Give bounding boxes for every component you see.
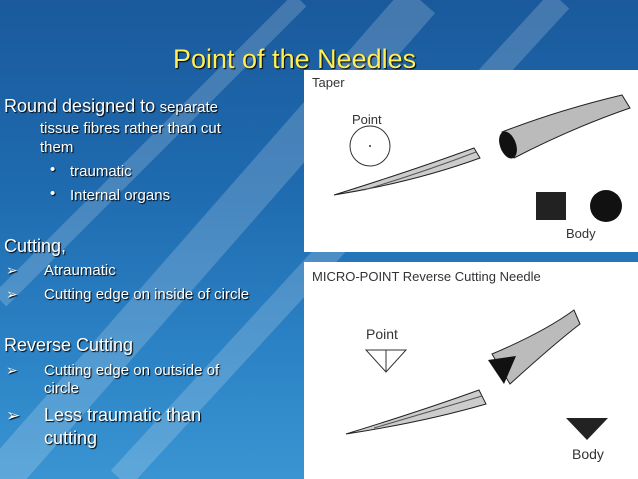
- taper-needle-drawing: [333, 94, 631, 222]
- micro-point-point-label: Point: [366, 326, 398, 342]
- micro-point-body-label: Body: [572, 446, 604, 462]
- reverse-item-1-line-2: circle: [44, 380, 80, 397]
- reverse-item-1-line-1: Cutting edge on outside of: [44, 362, 220, 379]
- round-line-2: tissue fibres rather than cut: [40, 120, 221, 137]
- taper-point-label: Point: [352, 112, 382, 127]
- reverse-item-2-line-2: cutting: [44, 428, 98, 448]
- round-heading: Round designed to separate: [4, 96, 218, 117]
- round-heading-small: separate: [159, 99, 218, 116]
- taper-label: Taper: [312, 75, 345, 90]
- slide-title: Point of the Needles: [173, 44, 417, 74]
- micro-point-needle-figure: MICRO-POINT Reverse Cutting Needle Point…: [304, 262, 638, 479]
- cutting-heading: Cutting,: [4, 236, 67, 256]
- bullet-dot: •: [50, 161, 56, 178]
- taper-needle-figure: Taper Point Body: [304, 70, 638, 252]
- reverse-heading: Reverse Cutting: [4, 335, 134, 355]
- bullet-dot: •: [50, 185, 56, 202]
- cutting-item-atraumatic: Atraumatic: [44, 262, 116, 279]
- round-line-3: them: [40, 139, 74, 156]
- round-heading-main: Round designed to: [4, 96, 156, 116]
- arrow-bullet-icon: ➢: [6, 286, 18, 302]
- round-bullet-traumatic: traumatic: [70, 163, 132, 180]
- micro-point-label: MICRO-POINT Reverse Cutting Needle: [312, 269, 541, 284]
- reverse-item-2-line-1: Less traumatic than: [44, 405, 202, 425]
- arrow-bullet-icon: ➢: [6, 406, 21, 425]
- micro-point-needle-drawing: [345, 309, 608, 440]
- round-bullet-internal-organs: Internal organs: [70, 187, 171, 204]
- cutting-item-inside-edge: Cutting edge on inside of circle: [44, 286, 250, 303]
- arrow-bullet-icon: ➢: [6, 362, 18, 378]
- taper-body-label: Body: [566, 226, 596, 241]
- arrow-bullet-icon: ➢: [6, 262, 18, 278]
